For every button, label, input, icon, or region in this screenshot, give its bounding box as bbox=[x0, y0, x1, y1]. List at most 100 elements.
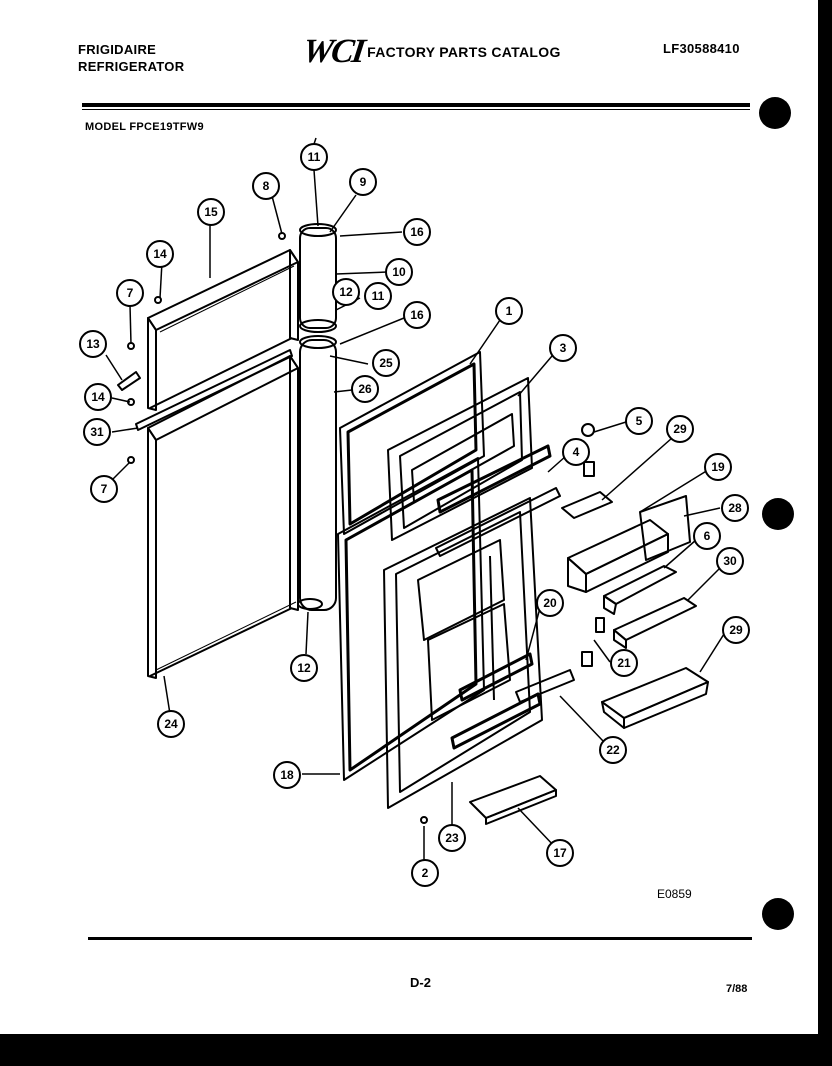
header-rule bbox=[82, 103, 750, 107]
callout-30-text: 30 bbox=[723, 554, 737, 568]
callout-20-text: 20 bbox=[543, 596, 557, 610]
product-type: REFRIGERATOR bbox=[78, 59, 185, 74]
callout-4-text: 4 bbox=[573, 445, 580, 459]
catalog-page: FRIGIDAIRE REFRIGERATOR WCI FACTORY PART… bbox=[0, 0, 818, 1034]
fresh-food-inner-liner bbox=[383, 497, 543, 809]
egg-tray bbox=[469, 775, 557, 825]
callout-labels: 11 9 8 15 16 14 10 12 7 11 1 16 13 3 25 … bbox=[79, 143, 750, 887]
screw-2 bbox=[420, 816, 428, 824]
callout-14b: 14 bbox=[84, 383, 112, 411]
binder-hole-middle bbox=[762, 498, 794, 530]
callout-4: 4 bbox=[562, 438, 590, 466]
callout-31: 31 bbox=[83, 418, 111, 446]
callout-13: 13 bbox=[79, 330, 107, 358]
door-bin-large bbox=[601, 667, 709, 729]
callout-11b: 11 bbox=[364, 282, 392, 310]
callout-26: 26 bbox=[351, 375, 379, 403]
drawing-code: E0859 bbox=[657, 887, 692, 901]
callout-23: 23 bbox=[438, 824, 466, 852]
callout-18-text: 18 bbox=[280, 768, 294, 782]
callout-6-text: 6 bbox=[704, 529, 711, 543]
callout-1: 1 bbox=[495, 297, 523, 325]
callout-27: 28 bbox=[721, 494, 749, 522]
callout-16a: 16 bbox=[403, 218, 431, 246]
callout-24-text: 24 bbox=[164, 717, 178, 731]
callout-27-text: 28 bbox=[728, 501, 742, 515]
brand-name: FRIGIDAIRE bbox=[78, 42, 157, 57]
callout-3-text: 3 bbox=[560, 341, 567, 355]
callout-16b-text: 16 bbox=[410, 308, 424, 322]
callout-5: 5 bbox=[625, 407, 653, 435]
screw-14 bbox=[154, 296, 162, 304]
callout-19: 19 bbox=[704, 453, 732, 481]
divider-strip bbox=[135, 349, 293, 431]
door-bin-medium bbox=[613, 597, 697, 649]
butter-door bbox=[561, 491, 613, 519]
model-number: MODEL FPCE19TFW9 bbox=[85, 121, 204, 133]
callout-21-text: 21 bbox=[617, 656, 631, 670]
callout-2-text: 2 bbox=[422, 866, 429, 880]
callout-6: 6 bbox=[693, 522, 721, 550]
callout-29: 29 bbox=[722, 616, 750, 644]
clip-21b bbox=[581, 651, 593, 667]
callout-30: 30 bbox=[716, 547, 744, 575]
freezer-door-gasket bbox=[339, 351, 485, 535]
callout-23-text: 23 bbox=[445, 831, 459, 845]
callout-7b: 7 bbox=[90, 475, 118, 503]
callout-7b-text: 7 bbox=[101, 482, 108, 496]
callout-14a-text: 14 bbox=[153, 247, 167, 261]
callout-15-text: 15 bbox=[204, 205, 218, 219]
clip-5b bbox=[583, 461, 595, 477]
freezer-door-panel bbox=[147, 249, 299, 411]
callout-29-text: 29 bbox=[729, 623, 743, 637]
catalog-title: FACTORY PARTS CATALOG bbox=[367, 44, 561, 60]
exploded-parts-diagram: 11 9 8 15 16 14 10 12 7 11 1 16 13 3 25 … bbox=[79, 137, 750, 887]
callout-17: 17 bbox=[546, 839, 574, 867]
callout-17-text: 17 bbox=[553, 846, 567, 860]
callout-22: 22 bbox=[599, 736, 627, 764]
callout-10-text: 10 bbox=[392, 265, 406, 279]
callout-12a-text: 12 bbox=[339, 285, 353, 299]
door-bin-small bbox=[603, 565, 677, 615]
freezer-inner-liner bbox=[387, 377, 552, 541]
print-date: 7/88 bbox=[726, 983, 748, 995]
clip-5 bbox=[581, 423, 595, 437]
callout-14b-text: 14 bbox=[91, 390, 105, 404]
callout-9-text: 9 bbox=[360, 175, 367, 189]
callout-3: 3 bbox=[549, 334, 577, 362]
screw-7b bbox=[127, 456, 135, 464]
callout-1-text: 1 bbox=[506, 304, 513, 318]
callout-9: 9 bbox=[349, 168, 377, 196]
callout-25: 25 bbox=[372, 349, 400, 377]
callout-16b: 16 bbox=[403, 301, 431, 329]
callout-7a: 7 bbox=[116, 279, 144, 307]
callout-16a-text: 16 bbox=[410, 225, 424, 239]
binder-hole-top bbox=[759, 97, 791, 129]
callout-20: 20 bbox=[536, 589, 564, 617]
page-number: D-2 bbox=[410, 975, 431, 990]
callout-10: 10 bbox=[385, 258, 413, 286]
dairy-compartment bbox=[567, 495, 691, 593]
callout-12b: 12 bbox=[290, 654, 318, 682]
header-rule-thin bbox=[82, 109, 750, 110]
brand-block: FRIGIDAIRE REFRIGERATOR bbox=[78, 41, 184, 75]
callout-8: 8 bbox=[252, 172, 280, 200]
callout-31-text: 31 bbox=[90, 425, 104, 439]
hinge-13 bbox=[117, 371, 141, 391]
callout-11: 11 bbox=[300, 143, 328, 171]
upper-handle bbox=[299, 223, 337, 333]
callout-5-text: 5 bbox=[636, 414, 643, 428]
callout-26-text: 26 bbox=[358, 382, 372, 396]
callout-28-text: 29 bbox=[673, 422, 687, 436]
callout-15: 15 bbox=[197, 198, 225, 226]
callout-28: 29 bbox=[666, 415, 694, 443]
catalog-number: LF30588410 bbox=[663, 41, 740, 56]
callout-19-text: 19 bbox=[711, 460, 725, 474]
callout-24: 24 bbox=[157, 710, 185, 738]
footer-rule bbox=[88, 937, 752, 940]
clip-21 bbox=[595, 617, 605, 633]
callout-22-text: 22 bbox=[606, 743, 620, 757]
callout-11-text: 11 bbox=[308, 150, 321, 164]
binder-hole-bottom bbox=[762, 898, 794, 930]
callout-12b-text: 12 bbox=[297, 661, 311, 675]
